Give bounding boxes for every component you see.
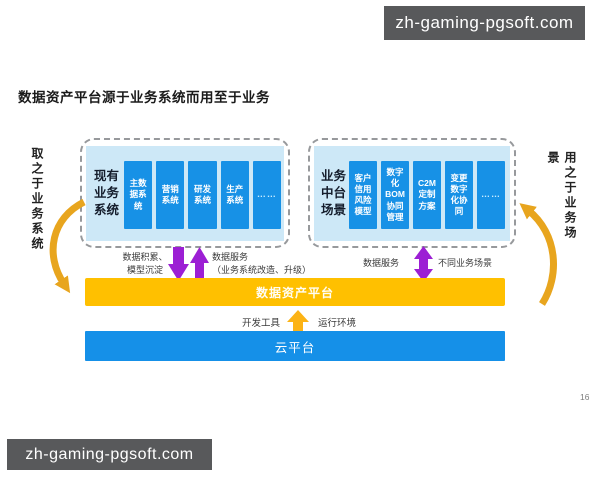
existing-systems-panel <box>86 146 284 241</box>
scenario-bar-ellipsis: …… <box>477 161 505 229</box>
curved-arrow-right-icon <box>519 203 557 306</box>
system-bar: 营销 系统 <box>156 161 185 229</box>
system-bar: 主数 据系 统 <box>124 161 153 229</box>
scenario-label: 业务 中台 场景 <box>321 169 347 217</box>
watermark-banner-bottom: zh-gaming-pgsoft.com <box>7 439 212 470</box>
existing-systems-group-border <box>80 138 290 248</box>
watermark-text-bottom: zh-gaming-pgsoft.com <box>25 445 194 463</box>
cloud-platform-label: 云平台 <box>274 340 316 355</box>
data-service-label: 数据服务 <box>363 258 400 268</box>
scenario-bar: 客户 信用 风险 模型 <box>349 161 377 229</box>
up-arrow-gold-icon <box>287 310 309 336</box>
scenario-bar: C2M 定制 方案 <box>413 161 441 229</box>
up-arrow-icon <box>190 247 209 281</box>
scenario-bar-row: 客户 信用 风险 模型 数字 化 BOM 协同 管理 C2M 定制 方案 变更 … <box>349 161 505 229</box>
system-bar: 生产 系统 <box>220 161 249 229</box>
data-accumulation-label: 数据积累、 模型沉淀 <box>122 252 168 275</box>
curved-arrow-left-icon <box>49 198 86 294</box>
page-title: 数据资产平台源于业务系统而用至于业务 <box>18 90 270 105</box>
side-label-source: 取之于业务系统 <box>30 147 44 252</box>
double-arrow-icon <box>414 246 433 282</box>
data-asset-platform-label: 数据资产平台 <box>255 285 334 300</box>
watermark-banner-top: zh-gaming-pgsoft.com <box>384 6 585 40</box>
business-scenes-label: 不同业务场景 <box>438 258 493 268</box>
system-bar: 研发 系统 <box>188 161 217 229</box>
down-arrow-icon <box>168 247 189 281</box>
dev-tools-label: 开发工具 <box>242 318 281 329</box>
runtime-label: 运行环境 <box>318 318 357 329</box>
data-service-upgrade-label: 数据服务 （业务系统改造、升级） <box>212 252 312 275</box>
watermark-text-top: zh-gaming-pgsoft.com <box>395 13 574 32</box>
page-number: 16 <box>580 392 590 402</box>
data-asset-platform-bar: 数据资产平台 <box>85 278 505 306</box>
existing-systems-label: 现有 业务 系统 <box>94 169 120 217</box>
scenario-bar: 数字 化 BOM 协同 管理 <box>381 161 409 229</box>
side-label-usage: 用之于业务场景 <box>546 151 577 241</box>
cloud-platform-bar: 云平台 <box>85 331 505 361</box>
scenario-group-border <box>308 138 516 248</box>
scenario-bar: 变更 数字 化协 同 <box>445 161 473 229</box>
existing-systems-bar-row: 主数 据系 统 营销 系统 研发 系统 生产 系统 …… <box>124 161 282 229</box>
system-bar-ellipsis: …… <box>252 161 282 229</box>
